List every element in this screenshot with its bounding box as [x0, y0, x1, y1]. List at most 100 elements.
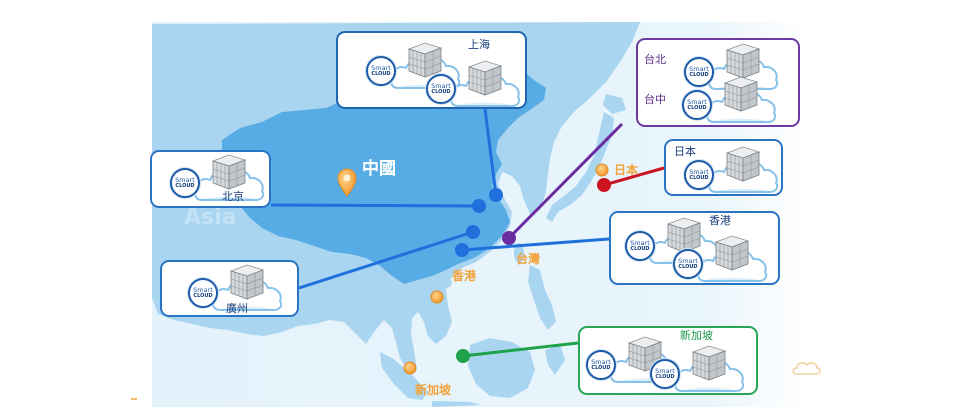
site-label-japan: 日本 — [674, 145, 696, 158]
server-rack-icon — [725, 43, 761, 79]
map-pin-icon — [403, 361, 417, 375]
badge-smart-text: Smart — [630, 238, 650, 247]
server-rack-icon — [627, 336, 663, 372]
map-pin-icon — [337, 168, 357, 197]
badge-cloud-text: CLOUD — [431, 89, 451, 96]
server-rack-icon — [666, 217, 702, 253]
site-label-singapore: 新加坡 — [680, 329, 713, 342]
site-label-taipei: 台北 — [644, 53, 666, 66]
badge-smart-text: Smart — [655, 366, 675, 375]
location-dot-japan — [597, 178, 611, 192]
server-rack-icon — [407, 42, 443, 78]
badge-smart-text: Smart — [689, 64, 709, 73]
badge-smart-text: Smart — [678, 256, 698, 265]
site-label-guangzhou: 廣州 — [226, 302, 248, 315]
decorative-cloud-doodle — [792, 362, 821, 375]
location-dot-singapore — [456, 349, 470, 363]
country-label: 中國 — [362, 159, 396, 179]
site-label-hongkong: 香港 — [709, 214, 731, 227]
location-dot-shanghai — [489, 188, 503, 202]
badge-cloud-text: CLOUD — [689, 175, 709, 182]
connector-beijing — [270, 203, 480, 208]
badge-smart-text: Smart — [175, 175, 195, 184]
badge-smart-text: Smart — [371, 63, 391, 72]
location-dot-taiwan — [502, 231, 516, 245]
region-label: Asia — [184, 205, 237, 230]
badge-cloud-text: CLOUD — [630, 246, 650, 253]
server-rack-icon — [211, 154, 247, 190]
server-rack-icon — [723, 76, 759, 112]
server-rack-icon — [229, 264, 265, 300]
land-philippines — [528, 265, 556, 330]
badge-smart-text: Smart — [431, 81, 451, 90]
location-dot-guangzhou — [466, 225, 480, 239]
land-hainan — [438, 278, 452, 288]
map-pin-icon — [595, 163, 609, 177]
place-label-hongkong: 香港 — [452, 269, 477, 283]
land-taiwan — [514, 243, 524, 263]
place-label-taiwan: 台灣 — [516, 252, 541, 266]
server-rack-icon — [725, 146, 761, 182]
connector-shanghai — [483, 108, 498, 196]
land-java — [432, 401, 482, 407]
badge-cloud-text: CLOUD — [591, 365, 611, 372]
connector-hongkong — [461, 237, 610, 252]
connector-singapore — [462, 341, 579, 358]
badge-smart-text: Smart — [687, 97, 707, 106]
connector-guangzhou — [298, 230, 474, 290]
site-label-beijing: 北京 — [222, 190, 244, 203]
badge-cloud-text: CLOUD — [371, 71, 391, 78]
badge-cloud-text: CLOUD — [678, 264, 698, 271]
map-pin-icon — [430, 290, 444, 304]
land-hokkaido — [603, 94, 626, 114]
place-label-japan: 日本 — [614, 163, 639, 177]
connector-taiwan — [507, 122, 624, 240]
badge-cloud-text: CLOUD — [175, 183, 195, 190]
badge-cloud-text: CLOUD — [689, 72, 709, 79]
place-label-singapore: 新加坡 — [415, 383, 452, 397]
location-dot-hongkong — [455, 243, 469, 257]
server-rack-icon — [714, 235, 750, 271]
site-label-shanghai: 上海 — [468, 38, 490, 51]
site-label-taichung: 台中 — [644, 93, 666, 106]
connector-japan — [603, 166, 665, 187]
badge-cloud-text: CLOUD — [687, 105, 707, 112]
land-sulawesi — [545, 345, 565, 375]
badge-smart-text: Smart — [591, 357, 611, 366]
map-pin-icon — [343, 174, 351, 182]
badge-smart-text: Smart — [193, 285, 213, 294]
location-dot-beijing — [472, 199, 486, 213]
badge-cloud-text: CLOUD — [655, 374, 675, 381]
server-rack-icon — [691, 345, 727, 381]
land-japan — [546, 112, 614, 222]
server-rack-icon — [467, 60, 503, 96]
badge-smart-text: Smart — [689, 167, 709, 176]
land-sumatra — [380, 352, 428, 400]
